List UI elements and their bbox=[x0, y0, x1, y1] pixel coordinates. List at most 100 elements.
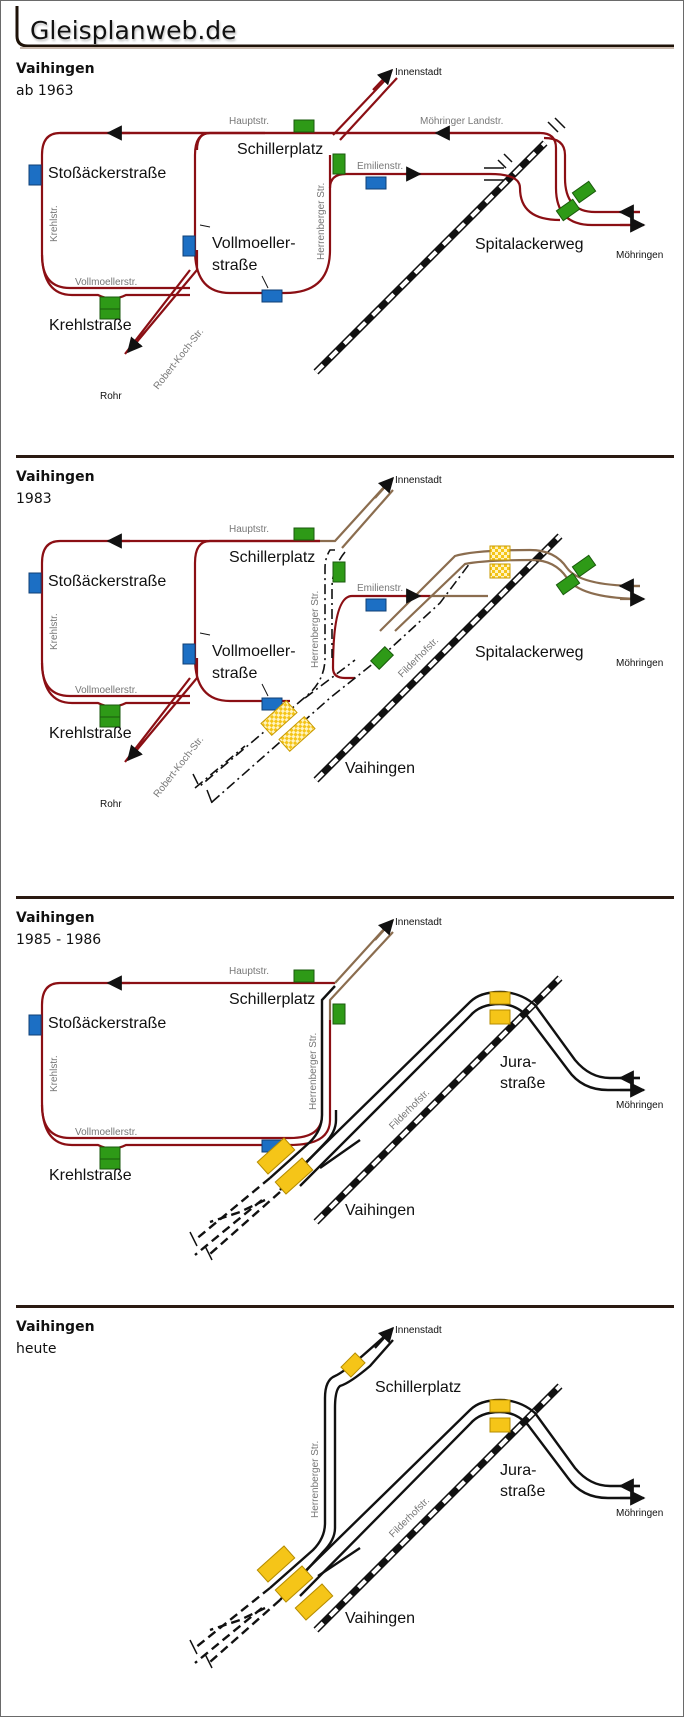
label-stossaecker: Stoßäckerstraße bbox=[48, 165, 166, 182]
section-4-period: heute bbox=[16, 1341, 57, 1357]
stop-krehl-green-1 bbox=[99, 296, 121, 310]
label-rohr: Rohr bbox=[100, 799, 122, 810]
stop-planned-1 bbox=[489, 545, 511, 561]
track-plan-1963: Innenstadt Möhringen Rohr Schillerplatz … bbox=[28, 67, 663, 402]
mainline-railway bbox=[313, 975, 563, 1225]
section-3-period: 1985 - 1986 bbox=[16, 932, 102, 948]
label-vollmoellerstr: Vollmoellerstr. bbox=[75, 685, 137, 696]
section-4-title: Vaihingen bbox=[16, 1319, 95, 1335]
track-ends bbox=[189, 1639, 213, 1669]
stop-krehl-green-1 bbox=[99, 1146, 121, 1160]
tram-tracks bbox=[40, 74, 640, 355]
mainline-railway bbox=[313, 1383, 563, 1633]
label-vollmoellerstr: Vollmoellerstr. bbox=[75, 1127, 137, 1138]
leader-vollmoeller bbox=[199, 632, 211, 636]
stop-krehl-green-2 bbox=[99, 716, 121, 728]
label-emilienstr: Emilienstr. bbox=[357, 161, 403, 172]
stadtbahn-dashed bbox=[194, 1587, 281, 1664]
label-spitalacker: Spitalackerweg bbox=[475, 236, 584, 253]
stop-vaihingen-yellow-2 bbox=[274, 1157, 314, 1195]
stop-vaihingen-yellow-3 bbox=[294, 1583, 334, 1621]
stop-planned-2 bbox=[489, 563, 511, 579]
label-robert-koch: Robert-Koch-Str. bbox=[152, 734, 207, 799]
section-divider-3 bbox=[16, 1305, 674, 1308]
stop-spitalacker-green-1 bbox=[571, 554, 597, 578]
section-2-title: Vaihingen bbox=[16, 469, 95, 485]
label-herrenberger: Herrenberger Str. bbox=[310, 1441, 321, 1518]
stop-jura-yellow-2 bbox=[489, 991, 511, 1005]
site-title[interactable]: Gleisplanweb.de bbox=[30, 16, 237, 45]
label-moehringen: Möhringen bbox=[616, 1508, 663, 1519]
section-1-period: ab 1963 bbox=[16, 83, 74, 99]
label-krehlstr: Krehlstr. bbox=[49, 1055, 60, 1092]
section-divider-2 bbox=[16, 896, 674, 899]
stop-vaihingen-yellow-1 bbox=[256, 1545, 296, 1583]
direction-arrows bbox=[106, 476, 646, 762]
site-header: Gleisplanweb.de bbox=[14, 6, 674, 52]
stop-schillerplatz-green bbox=[293, 119, 315, 133]
railway-crossings bbox=[484, 117, 566, 181]
track-plan-1985: Innenstadt Möhringen Schillerplatz Stoßä… bbox=[28, 917, 663, 1261]
stadtbahn-tracks bbox=[269, 1335, 640, 1601]
stop-krehl-green-2 bbox=[99, 308, 121, 320]
stop-schillerplatz-green bbox=[293, 969, 315, 983]
brown-tracks bbox=[320, 485, 641, 632]
direction-arrows bbox=[106, 68, 646, 354]
stop-vollmoeller-blue bbox=[182, 643, 196, 665]
stop-vollmoeller-blue bbox=[182, 235, 196, 257]
label-schillerplatz: Schillerplatz bbox=[229, 991, 315, 1008]
label-jura-2: straße bbox=[500, 1483, 545, 1500]
mainline-railway bbox=[313, 140, 548, 375]
label-rohr: Rohr bbox=[100, 391, 122, 402]
stop-spitalacker-green-1 bbox=[571, 180, 597, 204]
track-ends bbox=[192, 773, 213, 804]
section-3-title: Vaihingen bbox=[16, 910, 95, 926]
stop-herrenberger-green bbox=[332, 1003, 346, 1025]
stop-vaihingen-yellow-2 bbox=[274, 1565, 314, 1603]
label-vaihingen: Vaihingen bbox=[345, 1610, 415, 1627]
label-moehringen: Möhringen bbox=[616, 1100, 663, 1111]
stop-spitalacker-green-2 bbox=[555, 572, 581, 596]
stop-jura-yellow-1 bbox=[489, 1417, 511, 1433]
label-emilienstr: Emilienstr. bbox=[357, 583, 403, 594]
section-1-title: Vaihingen bbox=[16, 61, 95, 77]
label-herrenberger: Herrenberger Str. bbox=[316, 183, 327, 260]
track-plan-1983: Innenstadt Möhringen Rohr Schillerplatz … bbox=[28, 475, 663, 810]
stop-herrenberger-green bbox=[332, 561, 346, 583]
label-robert-koch: Robert-Koch-Str. bbox=[152, 326, 207, 391]
label-hauptstr: Hauptstr. bbox=[229, 524, 269, 535]
track-ends bbox=[189, 1231, 213, 1261]
direction-arrows bbox=[374, 1326, 646, 1506]
direction-arrows bbox=[106, 918, 646, 1098]
label-vollmoeller-1: Vollmoeller- bbox=[212, 235, 296, 252]
label-moehringer-landstr: Möhringer Landstr. bbox=[420, 116, 503, 127]
label-moehringen: Möhringen bbox=[616, 250, 663, 261]
header-bracket bbox=[15, 6, 674, 49]
label-krehlstrasse: Krehlstraße bbox=[49, 725, 132, 742]
stadtbahn-dashed bbox=[194, 1177, 281, 1256]
stop-emilien-blue bbox=[365, 176, 387, 190]
label-innenstadt: Innenstadt bbox=[395, 67, 442, 78]
leader-vollmoeller bbox=[199, 224, 211, 228]
stop-stossaecker-blue bbox=[28, 1014, 42, 1036]
stop-krehl-green-2 bbox=[99, 1158, 121, 1170]
stop-vaihingen-yellow-1 bbox=[256, 1137, 296, 1175]
stop-planned-4 bbox=[278, 715, 316, 753]
label-jura-1: Jura- bbox=[500, 1462, 536, 1479]
stop-jura-yellow-2 bbox=[489, 1399, 511, 1413]
leader-vollmoeller-2 bbox=[261, 683, 269, 697]
label-schillerplatz: Schillerplatz bbox=[375, 1379, 461, 1396]
label-krehlstrasse: Krehlstraße bbox=[49, 1167, 132, 1184]
label-innenstadt: Innenstadt bbox=[395, 1325, 442, 1336]
stop-jura-yellow-1 bbox=[489, 1009, 511, 1025]
stop-spitalacker-green-2 bbox=[555, 198, 581, 222]
label-jura-1: Jura- bbox=[500, 1054, 536, 1071]
label-vollmoeller-2: straße bbox=[212, 665, 257, 682]
label-vaihingen: Vaihingen bbox=[345, 1202, 415, 1219]
section-divider-1 bbox=[16, 455, 674, 458]
label-innenstadt: Innenstadt bbox=[395, 917, 442, 928]
label-vollmoeller-2: straße bbox=[212, 257, 257, 274]
stadtbahn-tracks bbox=[269, 985, 640, 1191]
label-schillerplatz: Schillerplatz bbox=[229, 549, 315, 566]
label-vollmoeller-1: Vollmoeller- bbox=[212, 643, 296, 660]
